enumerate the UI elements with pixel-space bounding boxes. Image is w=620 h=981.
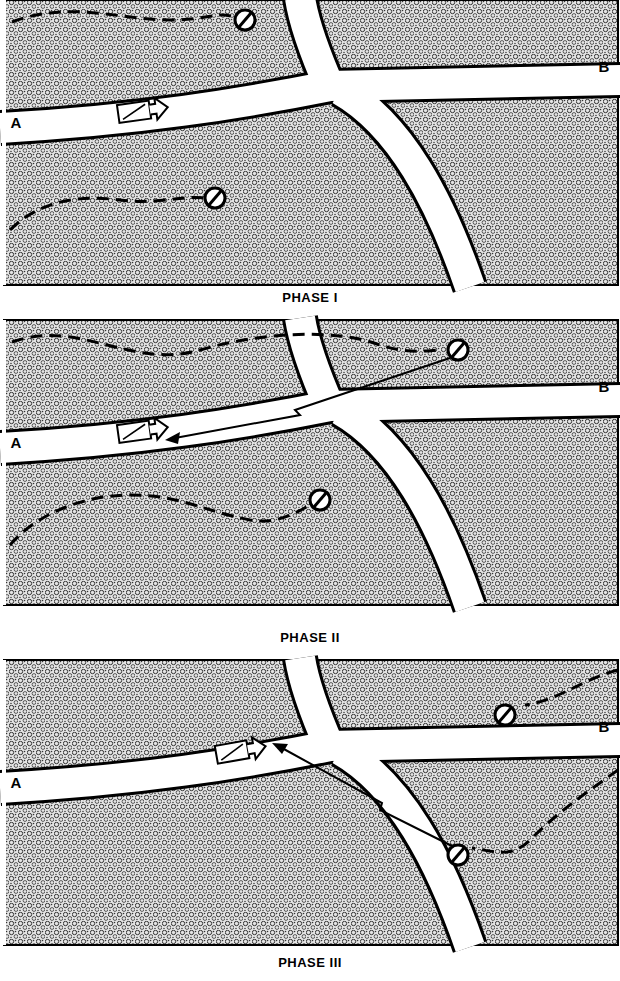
phase-caption: PHASE I <box>282 291 338 304</box>
road-label: B <box>599 59 610 74</box>
road-label: B <box>599 719 610 734</box>
road-label: A <box>11 775 22 790</box>
road-label: A <box>11 115 22 130</box>
road-label: B <box>599 379 610 394</box>
phase-caption: PHASE III <box>278 956 342 969</box>
phase-caption: PHASE II <box>280 631 340 644</box>
road-label: A <box>11 435 22 450</box>
